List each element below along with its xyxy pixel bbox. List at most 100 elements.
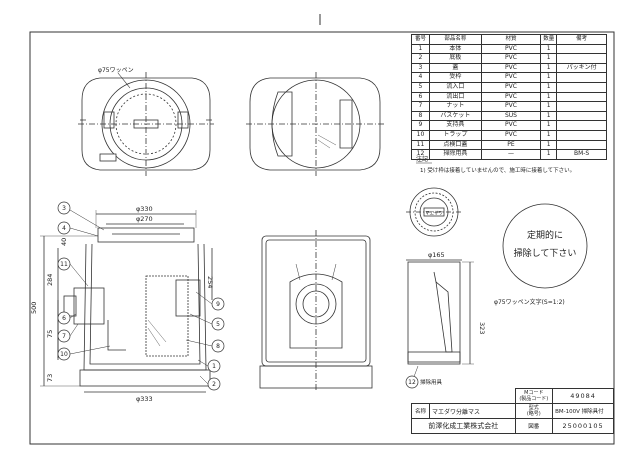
svg-text:2: 2 — [212, 381, 216, 388]
part-no: 3 — [411, 62, 430, 74]
dim-tool-height: 323 — [478, 322, 486, 334]
dim-top-inner: φ270 — [136, 215, 153, 223]
part-material: SUS — [480, 110, 542, 122]
lid-label: φ75ワッペン — [98, 67, 134, 74]
part-name: 流出口 — [428, 91, 482, 103]
dim-height-base: 73 — [46, 374, 54, 382]
part-remarks — [556, 129, 607, 141]
part-qty: 1 — [540, 101, 558, 112]
part-qty: 1 — [540, 81, 558, 93]
tool-label: 掃除用具 — [420, 378, 443, 386]
part-material: PVC — [480, 72, 542, 83]
product-name: マエダワ分離マス — [428, 403, 516, 419]
part-qty: 1 — [540, 120, 558, 131]
sticker-line-2: 掃除して下さい — [514, 247, 577, 259]
part-remarks — [556, 101, 607, 112]
m-code-value: 49084 — [552, 388, 614, 404]
header-name: 部品名称 — [428, 34, 482, 45]
part-qty: 1 — [540, 43, 558, 55]
drawing-no-label: 図番 — [514, 418, 554, 434]
m-code-label: Mコード (製品コード) — [514, 388, 554, 404]
model-value: BM-100V 掃除具付 — [552, 403, 614, 419]
note-1: 1) 受け枠は接着していませんので、施工時に接着して下さい。 — [420, 166, 575, 174]
part-name: 底板 — [428, 53, 482, 64]
part-remarks: パッキン付 — [556, 62, 607, 74]
dim-height-top: 40 — [60, 238, 68, 246]
header-remarks: 備考 — [556, 34, 607, 45]
part-remarks — [556, 72, 607, 83]
lid-brand-text: マエザワ — [425, 211, 443, 217]
part-no: 9 — [411, 120, 430, 131]
header-no: 番号 — [411, 34, 430, 45]
part-material: PE — [480, 139, 542, 151]
part-material: PVC — [480, 129, 542, 141]
part-qty: 1 — [540, 149, 558, 160]
svg-text:5: 5 — [216, 321, 220, 328]
part-no: 2 — [411, 53, 430, 64]
part-remarks — [556, 43, 607, 55]
dim-height-side: 254 — [206, 276, 214, 288]
model-label: 型式 (略号) — [514, 403, 554, 419]
part-name: ナット — [428, 101, 482, 112]
part-remarks — [556, 81, 607, 93]
part-name: 掃除用具 — [428, 149, 482, 160]
header-material: 材質 — [480, 34, 542, 45]
part-name: 支持具 — [428, 120, 482, 131]
part-no: 8 — [411, 110, 430, 122]
part-name: 蓋 — [428, 62, 482, 74]
part-balloons — [57, 201, 225, 391]
sticker-caption: φ75ワッペン文字(S=1:2) — [494, 298, 565, 306]
part-no: 11 — [411, 139, 430, 151]
balloon-numbers: 3 4 11 6 7 10 9 5 8 1 2 — [60, 205, 220, 388]
part-no: 7 — [411, 101, 430, 112]
drawing-no-value: 25000105 — [552, 418, 614, 434]
part-name: 流入口 — [428, 81, 482, 93]
dim-height-total: 500 — [30, 302, 38, 314]
sheet-border — [29, 31, 615, 445]
company-name: 前澤化成工業株式会社 — [411, 418, 516, 434]
balloon-3 — [57, 201, 71, 215]
balloon-leaders — [69, 209, 213, 385]
parts-table-header: 番号 部品名称 材質 数量 備考 — [411, 34, 607, 45]
svg-text:8: 8 — [216, 343, 220, 350]
part-name: 受枠 — [428, 72, 482, 83]
part-no: 5 — [411, 81, 430, 93]
lid-plan-view — [78, 72, 214, 176]
sticker-circle — [502, 203, 588, 289]
dim-height-upper: 284 — [46, 274, 54, 286]
svg-text:7: 7 — [62, 333, 66, 340]
svg-text:6: 6 — [62, 315, 66, 322]
part-remarks — [556, 53, 607, 64]
part-qty: 1 — [540, 62, 558, 74]
lid-leader — [117, 72, 131, 89]
section-view — [40, 210, 213, 393]
part-material: PVC — [480, 43, 542, 55]
part-qty: 1 — [540, 72, 558, 83]
part-qty: 1 — [540, 129, 558, 141]
svg-text:11: 11 — [60, 261, 68, 268]
tool-plan-view — [406, 187, 462, 237]
part-remarks — [556, 91, 607, 103]
sticker-line-1: 定期的に — [527, 229, 563, 241]
dim-top-outer: φ330 — [136, 205, 153, 213]
part-material: — — [480, 149, 542, 160]
dim-tool-diameter: φ165 — [428, 251, 445, 259]
svg-text:9: 9 — [216, 301, 220, 308]
part-qty: 1 — [540, 139, 558, 151]
balloon-12-number: 12 — [408, 379, 416, 386]
part-material: PVC — [480, 91, 542, 103]
part-remarks — [556, 110, 607, 122]
part-name: トラップ — [428, 129, 482, 141]
